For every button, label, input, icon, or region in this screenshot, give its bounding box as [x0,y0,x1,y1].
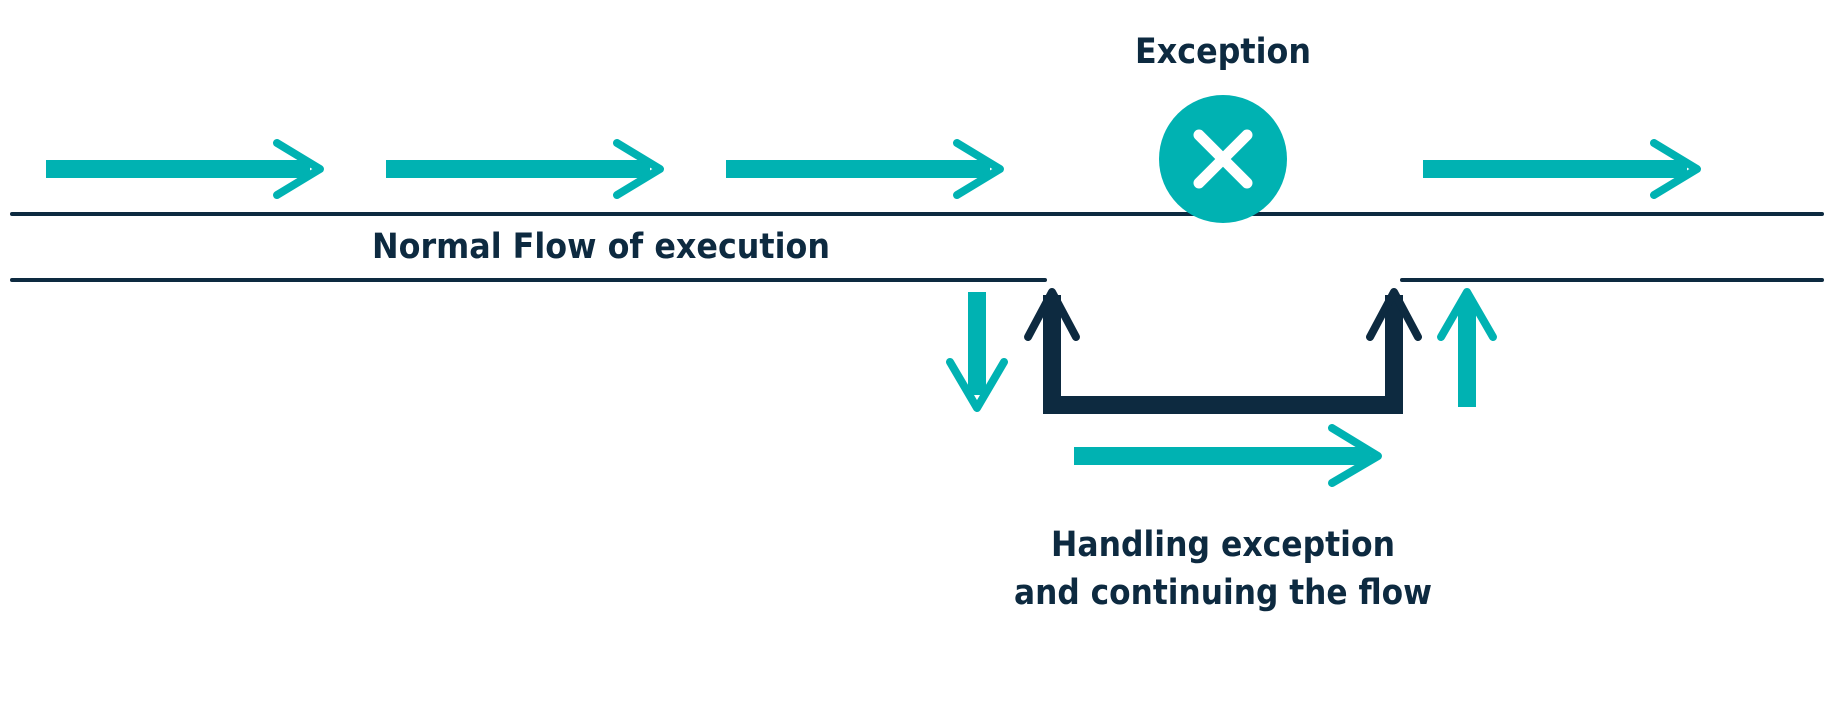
divert-down-arrow [946,292,1008,412]
handling-arrow [1074,424,1382,487]
close-icon [1193,129,1253,189]
handling-label-line1: Handling exception [1051,525,1395,565]
normal-flow-label: Normal Flow of execution [372,227,830,267]
flow-arrow-2 [386,139,664,199]
exception-marker [1159,95,1287,223]
return-up-arrow [1437,288,1497,407]
handler-bypass-path [1024,288,1422,414]
flow-arrow-3 [726,139,1004,199]
exception-label: Exception [1135,32,1311,72]
flow-arrow-1 [46,139,324,199]
handling-label-line2: and continuing the flow [1014,573,1432,613]
flow-arrow-4 [1423,139,1701,199]
